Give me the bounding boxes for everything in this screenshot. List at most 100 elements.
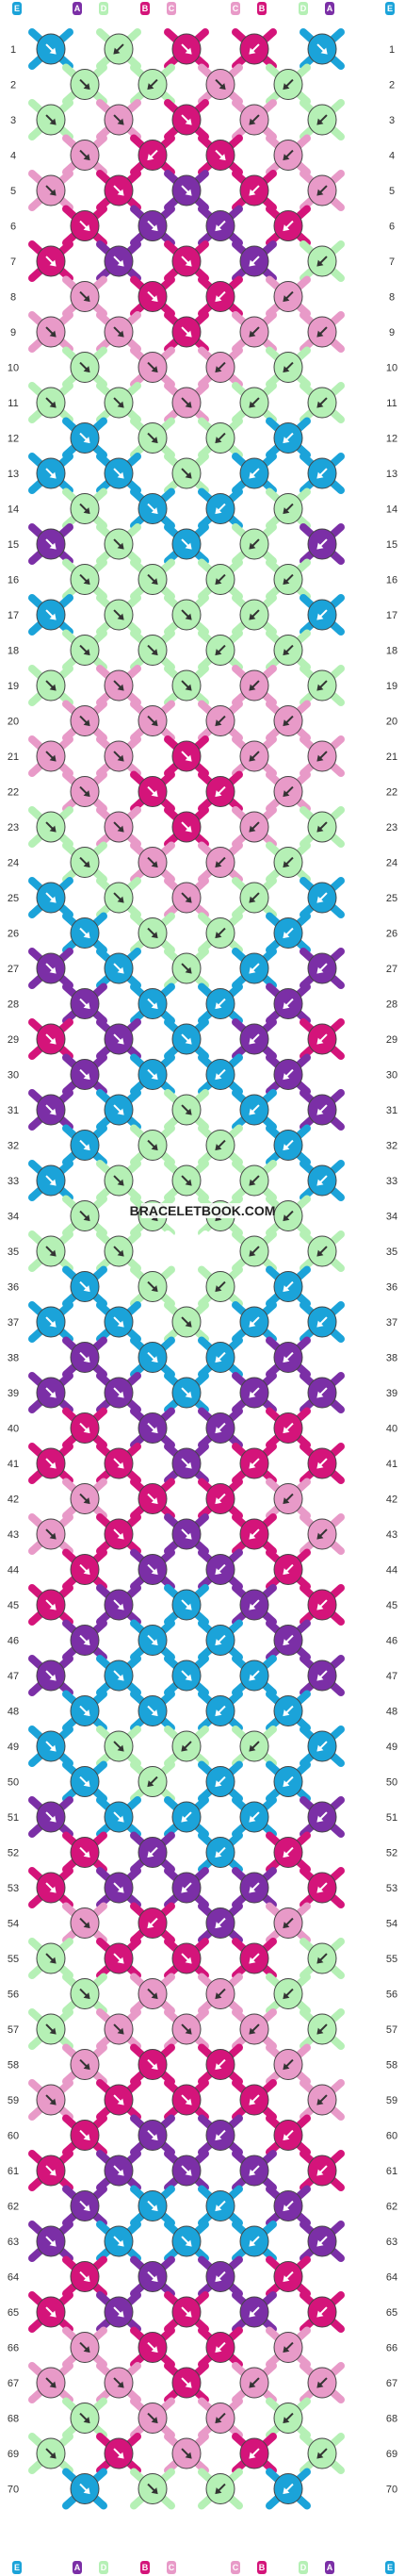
knot-arrow-icon (147, 1280, 158, 1293)
knot-arrow-icon (147, 998, 158, 1010)
knot-arrow-icon (147, 1139, 158, 1151)
knot-arrow-icon (249, 1033, 260, 1045)
knot-arrow-icon (147, 2271, 158, 2283)
knot-arrow-icon (79, 644, 90, 656)
row-number-left: 1 (10, 44, 16, 56)
row-number-left: 58 (8, 2060, 19, 2072)
knot-arrow-icon (113, 1953, 124, 1964)
knot-arrow-icon (283, 998, 294, 1010)
row-number-right: 2 (389, 80, 395, 91)
knot-arrow-icon (147, 1068, 158, 1081)
knot-arrow-icon (181, 680, 192, 691)
strand-tab-top (140, 2, 150, 15)
knot-arrow-icon (147, 2058, 158, 2071)
row-number-left: 27 (8, 964, 19, 975)
knot-arrow-icon (249, 1387, 260, 1398)
row-number-right: 54 (386, 1919, 397, 1930)
knot-arrow-icon (79, 1988, 90, 2000)
row-number-left: 29 (8, 1034, 19, 1046)
knot-arrow-icon (45, 1387, 57, 1398)
knot-arrow-icon (215, 1493, 226, 1505)
knot-arrow-icon (45, 892, 57, 903)
knot-arrow-icon (79, 2483, 90, 2495)
strand-tab-top (73, 2, 82, 15)
knot-arrow-icon (215, 644, 226, 656)
knot-arrow-icon (147, 1917, 158, 1929)
row-number-right: 39 (386, 1388, 397, 1399)
knot-arrow-icon (79, 1422, 90, 1434)
row-number-right: 32 (386, 1141, 397, 1152)
row-number-right: 22 (386, 787, 397, 799)
knot-arrow-icon (79, 149, 90, 161)
knot-arrow-icon (113, 114, 124, 125)
row-number-right: 70 (386, 2485, 397, 2496)
row-number-left: 61 (8, 2166, 19, 2177)
strand-tab-bottom (299, 2561, 308, 2574)
strand-tab-top (299, 2, 308, 15)
row-number-left: 23 (8, 822, 19, 834)
row-number-left: 25 (8, 893, 19, 904)
knot-arrow-icon (113, 2448, 124, 2459)
knot-arrow-icon (181, 2377, 192, 2388)
knot-arrow-icon (249, 2448, 260, 2459)
row-number-left: 4 (10, 151, 16, 162)
knot-arrow-icon (316, 43, 328, 55)
row-number-right: 47 (386, 1671, 397, 1682)
row-number-left: 36 (8, 1282, 19, 1294)
knot-arrow-icon (147, 503, 158, 515)
knot-arrow-icon (79, 715, 90, 727)
row-number-right: 7 (389, 256, 395, 268)
row-number-right: 25 (386, 893, 397, 904)
row-number-left: 51 (8, 1812, 19, 1824)
row-number-right: 27 (386, 964, 397, 975)
row-number-right: 60 (386, 2131, 397, 2142)
row-number-right: 35 (386, 1247, 397, 1258)
knot-arrow-icon (45, 43, 57, 55)
knot-arrow-icon (316, 2448, 328, 2459)
knot-arrow-icon (79, 503, 90, 515)
row-number-left: 38 (8, 1353, 19, 1364)
knot-arrow-icon (249, 397, 260, 408)
knot-arrow-icon (215, 1563, 226, 1576)
row-number-right: 31 (386, 1105, 397, 1116)
knot-arrow-icon (181, 2094, 192, 2105)
knot-arrow-icon (316, 2377, 328, 2388)
knot-arrow-icon (316, 1104, 328, 1115)
knot-arrow-icon (79, 2200, 90, 2212)
row-number-left: 26 (8, 929, 19, 940)
row-number-right: 45 (386, 1600, 397, 1611)
row-number-left: 10 (8, 363, 19, 374)
knot-arrow-icon (283, 220, 294, 232)
knot-arrow-icon (113, 2023, 124, 2035)
knot-arrow-icon (249, 114, 260, 125)
knot-arrow-icon (249, 1741, 260, 1752)
knot-arrow-icon (215, 1917, 226, 1929)
knot-arrow-icon (147, 1493, 158, 1505)
strand-tab-top (385, 2, 395, 15)
knot-arrow-icon (79, 1705, 90, 1717)
strand-label: C (169, 4, 175, 13)
strand-label: B (259, 4, 266, 13)
knot-arrow-icon (283, 573, 294, 586)
knot-arrow-icon (249, 1670, 260, 1681)
row-number-left: 45 (8, 1600, 19, 1611)
knot-arrow-icon (79, 1563, 90, 1576)
knot-arrow-icon (45, 2023, 57, 2035)
knot-arrow-icon (45, 326, 57, 338)
knot-arrow-icon (249, 751, 260, 762)
knot-arrow-icon (215, 1705, 226, 1717)
row-number-left: 44 (8, 1565, 19, 1577)
knot-arrow-icon (249, 2377, 260, 2388)
knot-arrow-icon (316, 1882, 328, 1893)
row-number-right: 14 (386, 504, 397, 516)
knot-arrow-icon (249, 1316, 260, 1328)
knot-arrow-icon (147, 1422, 158, 1434)
strand-label: A (327, 4, 333, 13)
strand-label: B (142, 4, 149, 13)
knot-arrow-icon (147, 927, 158, 939)
row-number-left: 57 (8, 2024, 19, 2036)
knot-arrow-icon (316, 1175, 328, 1186)
knot-arrow-icon (147, 1351, 158, 1363)
strand-label: E (14, 4, 20, 13)
